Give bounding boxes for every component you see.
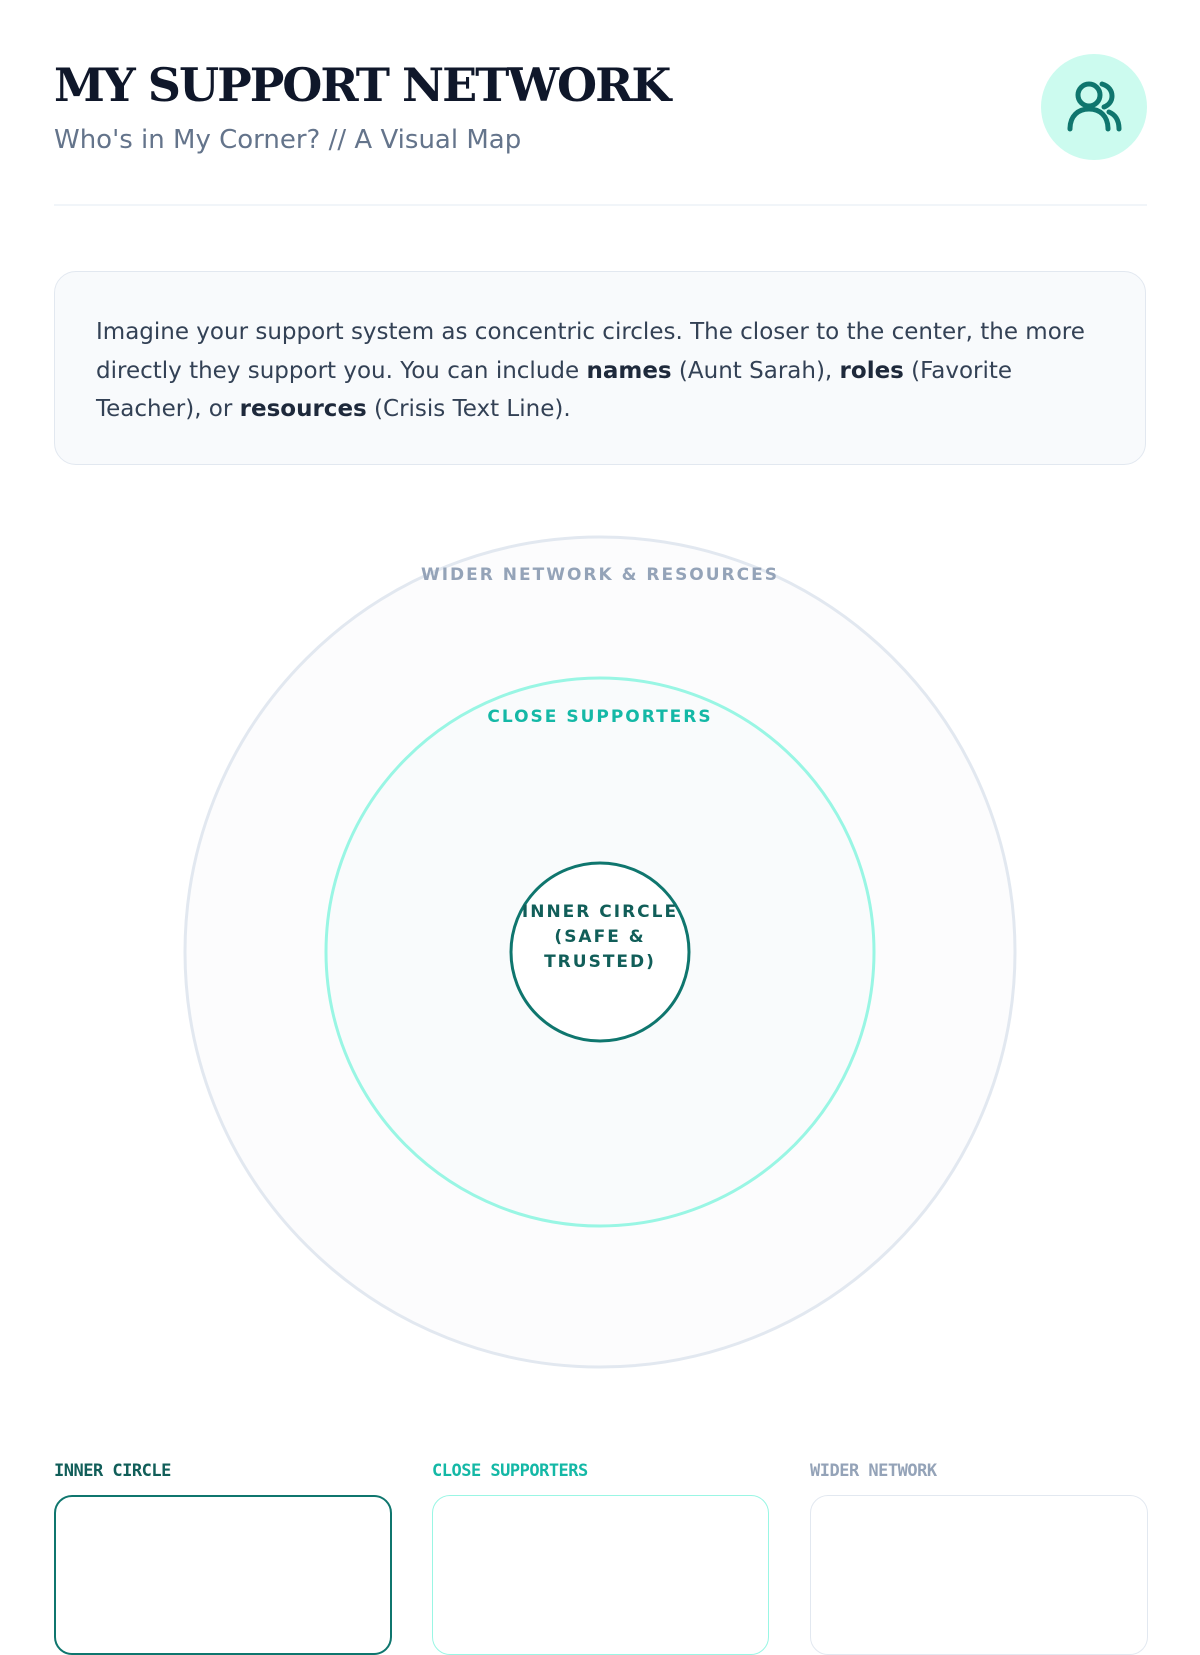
- intro-text-4: (Crisis Text Line).: [366, 396, 571, 422]
- intro-text-1: Imagine your support system as concentri…: [96, 319, 1085, 384]
- middle-ring-label: CLOSE SUPPORTERS: [487, 707, 713, 727]
- page-header: MY SUPPORT NETWORK Who's in My Corner? /…: [54, 54, 1147, 206]
- support-map: [183, 535, 1017, 1369]
- intro-text-2: (Aunt Sarah),: [671, 357, 840, 384]
- wider-network-column: WIDER NETWORK: [810, 1459, 1148, 1655]
- intro-box: Imagine your support system as concentri…: [54, 271, 1146, 465]
- outer-ring-label: WIDER NETWORK & RESOURCES: [420, 565, 779, 585]
- users-icon: [1041, 54, 1147, 160]
- inner-ring-label: INNER CIRCLE (SAFE & TRUSTED): [521, 902, 679, 972]
- close-supporters-entry-box[interactable]: [432, 1495, 769, 1655]
- intro-text-3: (Favorite Teacher), or: [96, 357, 1013, 423]
- inner-circle-column: INNER CIRCLE: [54, 1459, 392, 1655]
- page-title: MY SUPPORT NETWORK: [54, 58, 671, 112]
- wider-network-entry-box[interactable]: [810, 1495, 1148, 1655]
- wider-network-column-title: WIDER NETWORK: [810, 1461, 937, 1481]
- inner-circle-column-title: INNER CIRCLE: [54, 1461, 171, 1481]
- inner-circle-entry-box[interactable]: [54, 1495, 392, 1655]
- intro-bold-roles: roles: [839, 357, 904, 384]
- close-supporters-column-title: CLOSE SUPPORTERS: [432, 1461, 588, 1481]
- intro-bold-names: names: [586, 357, 672, 384]
- page-subtitle: Who's in My Corner? // A Visual Map: [54, 125, 522, 155]
- close-supporters-column: CLOSE SUPPORTERS: [432, 1459, 769, 1655]
- intro-bold-resources: resources: [239, 396, 367, 422]
